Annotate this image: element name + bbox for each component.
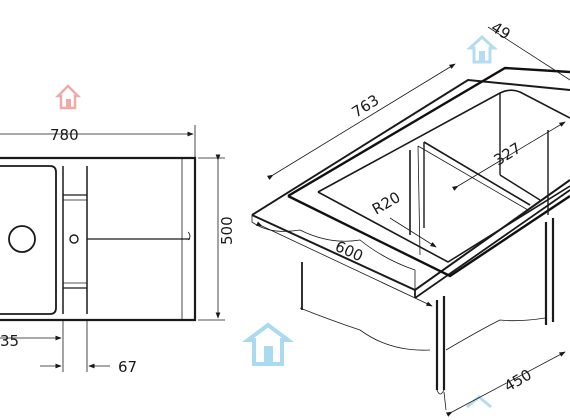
dim-450: 450: [501, 366, 535, 396]
isometric-view: 763 49 327 R20 600 450: [251, 18, 570, 417]
house-icon: [54, 84, 82, 110]
dim-35: 35: [0, 332, 19, 350]
dim-327: 327: [491, 139, 525, 169]
dim-67: 67: [118, 358, 137, 376]
house-icon: [466, 34, 498, 64]
dim-width: 780: [50, 126, 79, 144]
top-view: 780 500 35 67: [0, 125, 236, 376]
drain-icon: [8, 225, 36, 253]
dim-height: 500: [218, 216, 236, 245]
dim-763: 763: [349, 91, 383, 121]
tap-hole-icon: [69, 234, 79, 244]
dim-49: 49: [488, 18, 514, 43]
house-icon: [242, 322, 294, 366]
dim-r20: R20: [369, 188, 404, 218]
